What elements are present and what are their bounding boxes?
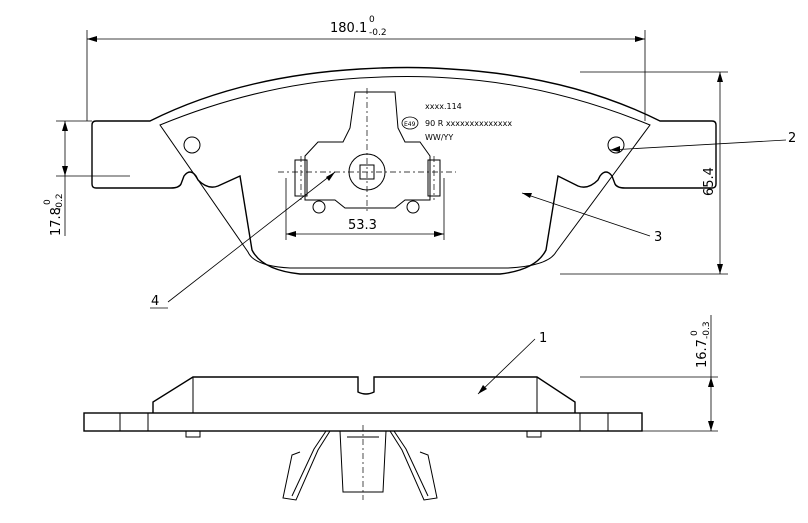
dimension-sensor-width: 53.3 <box>285 178 445 240</box>
mounting-hole-right <box>607 136 625 154</box>
dimension-thickness: 16.7 0 -0.3 <box>580 315 718 432</box>
thickness-tol-lower: -0.3 <box>702 321 712 339</box>
dimension-overall-width: 180.1 0 -0.2 <box>86 15 646 121</box>
marking-line-1: xxxx.114 <box>425 102 462 111</box>
ear-height-value: 17.8 <box>49 207 64 236</box>
sensor-clip-assembly <box>278 88 456 214</box>
marking-line-2: 90 R xxxxxxxxxxxxxx <box>425 119 512 128</box>
marking-line-3: WW/YY <box>425 133 453 142</box>
ear-height-tol-lower: -0.2 <box>55 193 65 211</box>
callout-2: 2 <box>609 131 796 152</box>
callout-3-label: 3 <box>654 230 662 245</box>
backing-plate-outline <box>91 66 717 275</box>
product-marking: xxxx.114 E49 90 R xxxxxxxxxxxxxx WW/YY <box>401 102 512 142</box>
overall-width-tol-upper: 0 <box>369 15 375 25</box>
callout-2-label: 2 <box>788 131 796 146</box>
height-value: 65.4 <box>702 167 717 196</box>
callout-1-label: 1 <box>539 331 547 346</box>
dimension-ear-height: 17.8 0 -0.2 <box>43 120 130 236</box>
callout-4: 4 <box>150 171 336 309</box>
callout-4-label: 4 <box>151 294 159 309</box>
friction-material-outline <box>159 76 651 269</box>
overall-width-tol-lower: -0.2 <box>369 28 387 38</box>
ear-height-tol-upper: 0 <box>43 199 53 205</box>
thickness-value: 16.7 <box>695 339 710 368</box>
callout-1: 1 <box>477 331 547 395</box>
dimension-height: 65.4 <box>560 71 728 275</box>
side-view-pad <box>83 376 643 501</box>
sensor-width-value: 53.3 <box>348 218 377 233</box>
overall-width-value: 180.1 <box>330 21 367 36</box>
thickness-tol-upper: 0 <box>690 330 700 336</box>
e-mark-icon: E49 <box>404 121 416 128</box>
callout-3: 3 <box>521 192 662 245</box>
mounting-hole-left <box>183 136 201 154</box>
